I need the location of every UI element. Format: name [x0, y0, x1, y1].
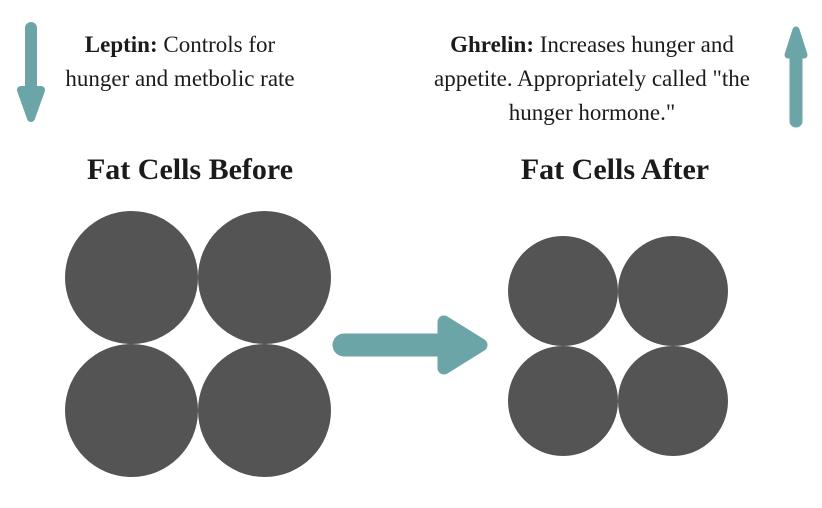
fat-cell: [198, 211, 331, 344]
fat-cell: [618, 346, 728, 456]
arrow-right-icon: [332, 315, 488, 375]
arrow-down-icon: [17, 22, 45, 122]
fat-cells-before-group: [65, 211, 331, 477]
leptin-description: Controls for hunger and metbolic rate: [65, 32, 295, 91]
leptin-term: Leptin:: [84, 32, 158, 57]
ghrelin-description: Increases hunger and appetite. Appropria…: [434, 32, 750, 125]
fat-cell: [618, 236, 728, 346]
arrow-up-icon: [784, 26, 808, 128]
leptin-note: Leptin: Controls for hunger and metbolic…: [58, 28, 302, 96]
after-heading: Fat Cells After: [520, 153, 710, 186]
ghrelin-term: Ghrelin:: [450, 32, 535, 57]
ghrelin-note: Ghrelin: Increases hunger and appetite. …: [421, 28, 763, 130]
fat-cell: [65, 344, 198, 477]
fat-cell: [508, 236, 618, 346]
fat-cell: [508, 346, 618, 456]
fat-cells-after-group: [508, 236, 728, 456]
fat-cell: [65, 211, 198, 344]
before-heading: Fat Cells Before: [86, 153, 294, 186]
fat-cell: [198, 344, 331, 477]
